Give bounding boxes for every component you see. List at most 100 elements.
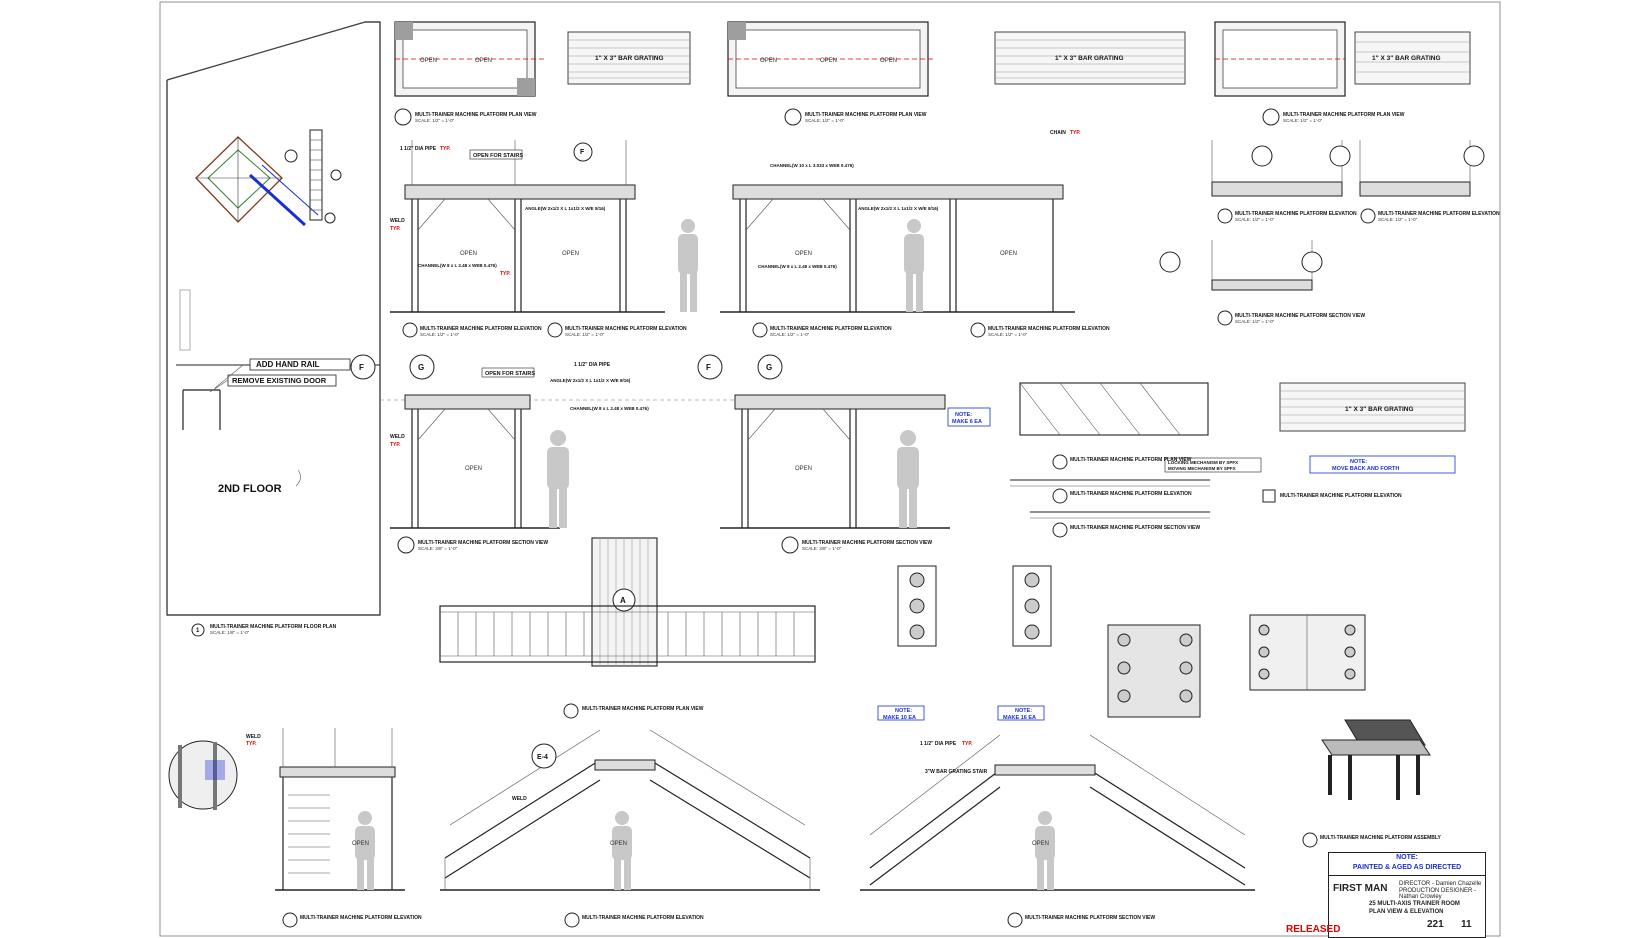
svg-text:F: F [706, 363, 711, 372]
plan-view-a: OPEN OPEN 1" X 3" BAR GRATING MULTI-TRAI… [394, 21, 691, 126]
set-name: 25 MULTI-AXIS TRAINER ROOM [1369, 901, 1460, 907]
add-hand-rail-label: ADD HAND RAIL [256, 360, 320, 369]
released-stamp: RELEASED [1286, 924, 1341, 935]
c1-scale: SCALE: 1/2" = 1'-0" [770, 332, 810, 337]
b3-title: MULTI-TRAINER MACHINE PLATFORM SECTION V… [1235, 313, 1365, 319]
elevation-a1-a2: OPEN OPEN OPEN FOR STAIRS 1 1/2" DIA PIP… [390, 140, 687, 338]
plan-b-scale: SCALE: 1/2" = 1'-0" [1283, 118, 1323, 123]
plan-a-open1: OPEN [420, 58, 437, 64]
bottom-plan-view: A MULTI-TRAINER MACHINE PLATFORM PLAN VI… [439, 537, 816, 719]
b1-scale: SCALE: 1/2" = 1'-0" [1235, 217, 1275, 222]
a1-angle: ANGLE(W 2x1/2 X L 1x1/2 X W/E 8/16) [525, 206, 606, 211]
d-note-header: NOTE: [1350, 459, 1367, 465]
plan-c-open3: OPEN [880, 58, 897, 64]
page-number: 11 [1461, 919, 1472, 930]
a2-title: MULTI-TRAINER MACHINE PLATFORM ELEVATION [565, 326, 687, 332]
b3-scale: SCALE: 1/2" = 1'-0" [1235, 319, 1275, 324]
title-note-header: NOTE: [1396, 854, 1418, 861]
elevation-e2: OPEN WELD E-4 MULTI-TRAINER MACHINE PLAT… [440, 729, 820, 928]
1c-open: OPEN [465, 466, 482, 472]
e2-weld: WELD [512, 796, 527, 802]
production-name: FIRST MAN [1333, 883, 1388, 894]
designer-credit: PRODUCTION DESIGNER - Nathan Crowley [1399, 888, 1477, 900]
e2-open: OPEN [610, 841, 627, 847]
floor-label: 2ND FLOOR [218, 483, 282, 495]
plan-b-title: MULTI-TRAINER MACHINE PLATFORM PLAN VIEW [1283, 112, 1405, 118]
c2-chain: CHAIN [1050, 130, 1066, 136]
grating-c-lines [995, 39, 1185, 79]
c3-scale: SCALE: 3/8" = 1'-0" [802, 546, 842, 551]
c3-title: MULTI-TRAINER MACHINE PLATFORM SECTION V… [802, 540, 932, 546]
sheet-desc: PLAN VIEW & ELEVATION [1369, 909, 1444, 915]
e3-open: OPEN [1032, 841, 1049, 847]
human-silhouette-c1 [678, 219, 698, 312]
human-silhouette-e2 [612, 811, 632, 890]
floor-plan-bubble: 1 [196, 628, 200, 634]
section-c3: OPEN NOTE: MAKE 6 EA F G MULTI-TRAINER M… [697, 354, 991, 554]
a1-pipe: 1 1/2" DIA PIPE [400, 146, 437, 152]
plate-note-make10: MAKE 10 EA [883, 715, 916, 721]
b1-title: MULTI-TRAINER MACHINE PLATFORM ELEVATION [1235, 211, 1357, 217]
plan-c-title: MULTI-TRAINER MACHINE PLATFORM PLAN VIEW [805, 112, 927, 118]
a1-channel: CHANNEL(W 8 x L 2.48 x WEB 0.476) [418, 263, 497, 268]
c2-scale: SCALE: 1/2" = 1'-0" [988, 332, 1028, 337]
assembly-3d: MULTI-TRAINER MACHINE PLATFORM ASSEMBLY [1302, 719, 1441, 848]
human-silhouette-1c [547, 430, 569, 528]
human-silhouette-c2 [904, 219, 924, 312]
c2-title: MULTI-TRAINER MACHINE PLATFORM ELEVATION [988, 326, 1110, 332]
remove-door-label: REMOVE EXISTING DOOR [232, 376, 327, 385]
e1-title: MULTI-TRAINER MACHINE PLATFORM ELEVATION [300, 915, 422, 921]
c3-note-header: NOTE: [955, 412, 972, 418]
title-note-body: PAINTED & AGED AS DIRECTED [1352, 864, 1462, 871]
floor-plan-title: MULTI-TRAINER MACHINE PLATFORM FLOOR PLA… [210, 624, 337, 630]
elevation-c1-c2: OPEN OPEN CHANNEL(W 10 x L 3.033 x WEB 0… [678, 130, 1110, 338]
1c-scale: SCALE: 3/8" = 1'-0" [418, 546, 458, 551]
plan-view-b: 1" X 3" BAR GRATING MULTI-TRAINER MACHIN… [1214, 21, 1471, 126]
floor-plan-scale: SCALE: 1/8" = 1'-0" [210, 630, 250, 635]
a1-title: MULTI-TRAINER MACHINE PLATFORM ELEVATION [420, 326, 542, 332]
e3-pipe: 1 1/2" DIA PIPE [920, 741, 957, 747]
grating-a-lines [568, 39, 690, 79]
plan-c-scale: SCALE: 1/2" = 1'-0" [805, 118, 845, 123]
d-note-move: MOVE BACK AND FORTH [1332, 466, 1399, 472]
d1-title: MULTI-TRAINER MACHINE PLATFORM ELEVATION [1070, 491, 1192, 497]
e1-open: OPEN [352, 841, 369, 847]
elevation-e3: OPEN 1 1/2" DIA PIPE TYP. 3"W BAR GRATIN… [860, 734, 1255, 928]
a2-scale: SCALE: 1/2" = 1'-0" [565, 332, 605, 337]
c1-channel: CHANNEL(W 8 x L 2.48 x WEB 0.476) [758, 264, 837, 269]
floor-plan: ADD HAND RAIL REMOVE EXISTING DOOR 2ND F… [166, 21, 381, 637]
assembly-detail: WELD TYP. [168, 734, 261, 810]
c1-open: OPEN [795, 251, 812, 257]
grating-d-lines [1280, 390, 1465, 424]
plan-a-open2: OPEN [475, 58, 492, 64]
assembly-title: MULTI-TRAINER MACHINE PLATFORM ASSEMBLY [1320, 835, 1441, 841]
e3-grating-stair: 3"W BAR GRATING STAIR [925, 769, 988, 775]
d-views: 1" X 3" BAR GRATING NOTE: MOVE BACK AND … [1010, 382, 1466, 538]
1c-weld-typ: TYP. [390, 442, 401, 448]
a1-scale: SCALE: 1/2" = 1'-0" [420, 332, 460, 337]
plate-note2: NOTE: [1015, 708, 1032, 714]
elevation-b1-b2-b3: MULTI-TRAINER MACHINE PLATFORM ELEVATION… [1159, 140, 1500, 326]
d3-title: MULTI-TRAINER MACHINE PLATFORM ELEVATION [1280, 493, 1402, 499]
c3-note-make6: MAKE 6 EA [952, 419, 982, 425]
title-block-note: NOTE: PAINTED & AGED AS DIRECTED [1329, 853, 1485, 876]
d-moving: MOVING MECHANISM BY SPFX [1168, 466, 1236, 471]
sheet-number: 221 [1427, 919, 1444, 930]
e3-pipe-typ: TYP. [962, 741, 973, 747]
1c-open-stairs: OPEN FOR STAIRS [485, 371, 535, 377]
e3-title: MULTI-TRAINER MACHINE PLATFORM SECTION V… [1025, 915, 1155, 921]
c1-title: MULTI-TRAINER MACHINE PLATFORM ELEVATION [770, 326, 892, 332]
plan-view-c: OPEN OPEN OPEN 1" X 3" BAR GRATING MULTI… [727, 21, 1186, 126]
assembly-weld-typ: TYP. [246, 741, 257, 747]
a1-weld-typ: TYP. [390, 226, 401, 232]
assembly-weld: WELD [246, 734, 261, 740]
elevation-e1: OPEN MULTI-TRAINER MACHINE PLATFORM ELEV… [275, 728, 422, 928]
c2-chain-typ: TYP. [1070, 130, 1081, 136]
b2-title: MULTI-TRAINER MACHINE PLATFORM ELEVATION [1378, 211, 1500, 217]
1c-angle: ANGLE(W 2x1/2 X L 1x1/2 X W/E 8/16) [550, 378, 631, 383]
c1-channel-top: CHANNEL(W 10 x L 3.033 x WEB 0.476) [770, 163, 854, 168]
svg-text:F: F [359, 363, 364, 372]
a1-pipe-typ: TYP. [440, 146, 451, 152]
section-1c: OPEN FOR STAIRS OPEN 1 1/2" DIA PIPE ANG… [350, 354, 900, 554]
